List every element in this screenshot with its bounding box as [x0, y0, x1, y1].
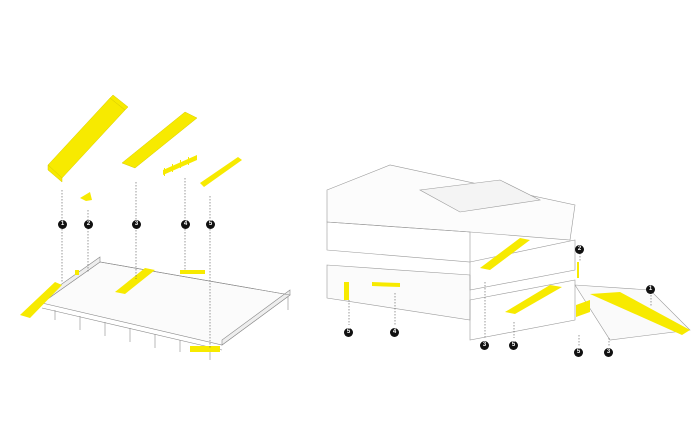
marker-4: 4: [390, 328, 399, 337]
component-bracket: [80, 192, 92, 201]
platform-highlights: [20, 268, 220, 352]
marker-1: 1: [646, 285, 655, 294]
marker-3: 3: [604, 348, 613, 357]
marker-4: 4: [181, 220, 190, 229]
marker-5: 5: [206, 220, 215, 229]
component-slab: [121, 111, 198, 169]
marker-1: 1: [58, 220, 67, 229]
component-channel: [47, 94, 129, 183]
right-leader-lines: [348, 250, 652, 346]
marker-2: 2: [575, 245, 584, 254]
component-edge-beam: [200, 157, 242, 187]
marker-5: 5: [574, 348, 583, 357]
building-highlights: [344, 238, 690, 335]
marker-5: 5: [509, 341, 518, 350]
marker-3: 3: [132, 220, 141, 229]
marker-5: 5: [344, 328, 353, 337]
marker-3: 3: [480, 341, 489, 350]
platform: [41, 256, 291, 360]
component-railing: [163, 155, 197, 176]
marker-2: 2: [84, 220, 93, 229]
